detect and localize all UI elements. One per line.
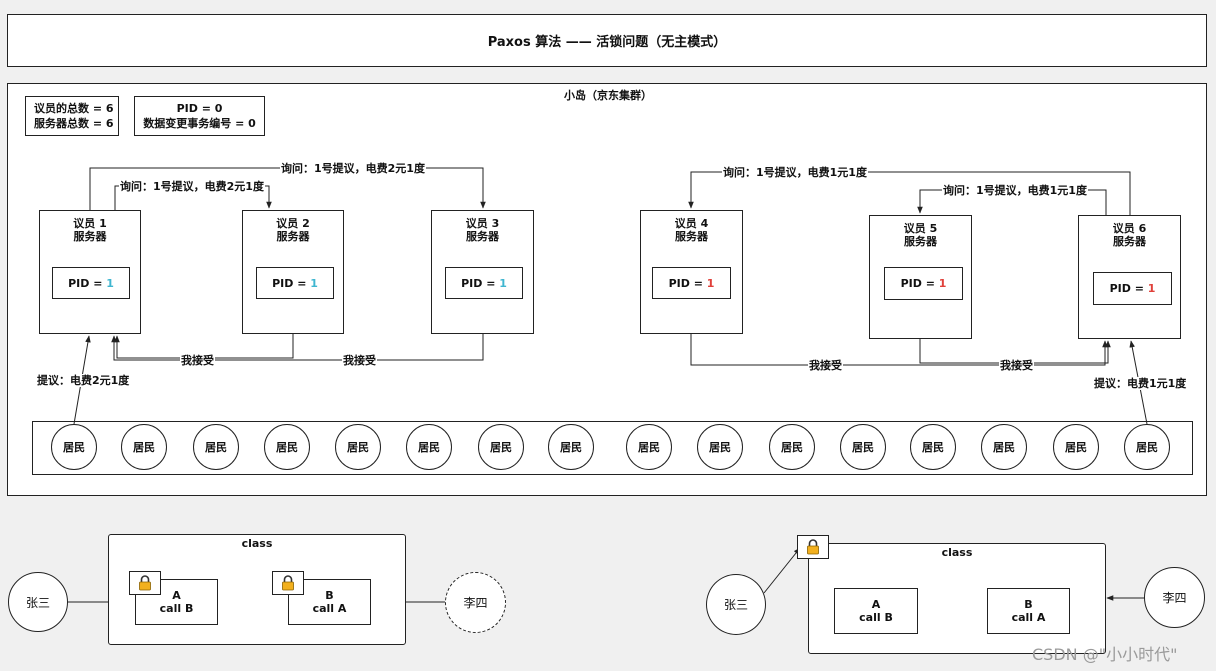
diagram-title: Paxos 算法 —— 活锁问题（无主模式） [7,14,1207,67]
lock-icon [139,575,151,591]
lock-icon [282,575,294,591]
label-ask-1-to-2: 询问：1号提议，电费2元1度 [119,180,265,193]
resident-node: 居民 [264,424,310,470]
watermark: CSDN @"小小时代" [1032,645,1178,664]
resident-node: 居民 [548,424,594,470]
member-6-pid: PID = 1 [1093,272,1172,305]
resident-node: 居民 [335,424,381,470]
label-propose-right: 提议：电费1元1度 [1093,377,1188,390]
resident-node: 居民 [981,424,1027,470]
member-4-pid: PID = 1 [652,267,731,299]
lock-box-class-right [797,535,829,559]
resident-node: 居民 [478,424,524,470]
resident-node: 居民 [840,424,886,470]
person-lisi-right: 李四 [1144,567,1205,628]
transaction-id-text: 数据变更事务编号 = 0 [143,117,256,130]
label-ask-6-to-4: 询问：1号提议，电费1元1度 [722,166,868,179]
label-accept-2: 我接受 [180,354,215,367]
resident-node: 居民 [51,424,97,470]
island-title: 小岛（京东集群） [564,89,652,102]
lock-box-a-left [129,571,161,595]
lock-icon [807,539,819,555]
resident-node: 居民 [121,424,167,470]
resident-node: 居民 [769,424,815,470]
pid-initial-text: PID = 0 [176,102,223,115]
resident-node: 居民 [1124,424,1170,470]
class-label-right: class [941,546,973,559]
member-1-pid: PID = 1 [52,267,130,299]
pid-info-box: PID = 0 数据变更事务编号 = 0 [134,96,265,136]
person-zhangsan-left: 张三 [8,572,68,632]
resident-node: 居民 [697,424,743,470]
label-ask-1-to-3: 询问：1号提议，电费2元1度 [280,162,426,175]
label-accept-5: 我接受 [999,359,1034,372]
person-zhangsan-right: 张三 [706,574,766,635]
label-ask-6-to-5: 询问：1号提议，电费1元1度 [942,184,1088,197]
member-5-pid: PID = 1 [884,267,963,300]
resident-node: 居民 [626,424,672,470]
class-label-left: class [241,537,273,550]
resident-node: 居民 [1053,424,1099,470]
server-count-text: 服务器总数 = 6 [34,117,114,130]
edge-zhangsan-to-lock [763,547,801,594]
label-propose-left: 提议：电费2元1度 [36,374,131,387]
lock-box-b-left [272,571,304,595]
label-accept-4: 我接受 [808,359,843,372]
member-3-pid: PID = 1 [445,267,523,299]
person-lisi-left: 李四 [445,572,506,633]
resident-node: 居民 [910,424,956,470]
label-accept-3: 我接受 [342,354,377,367]
member-2-pid: PID = 1 [256,267,334,299]
resident-node: 居民 [193,424,239,470]
resident-node: 居民 [406,424,452,470]
member-count-text: 议员的总数 = 6 [34,102,114,115]
counts-box: 议员的总数 = 6 服务器总数 = 6 [25,96,119,136]
